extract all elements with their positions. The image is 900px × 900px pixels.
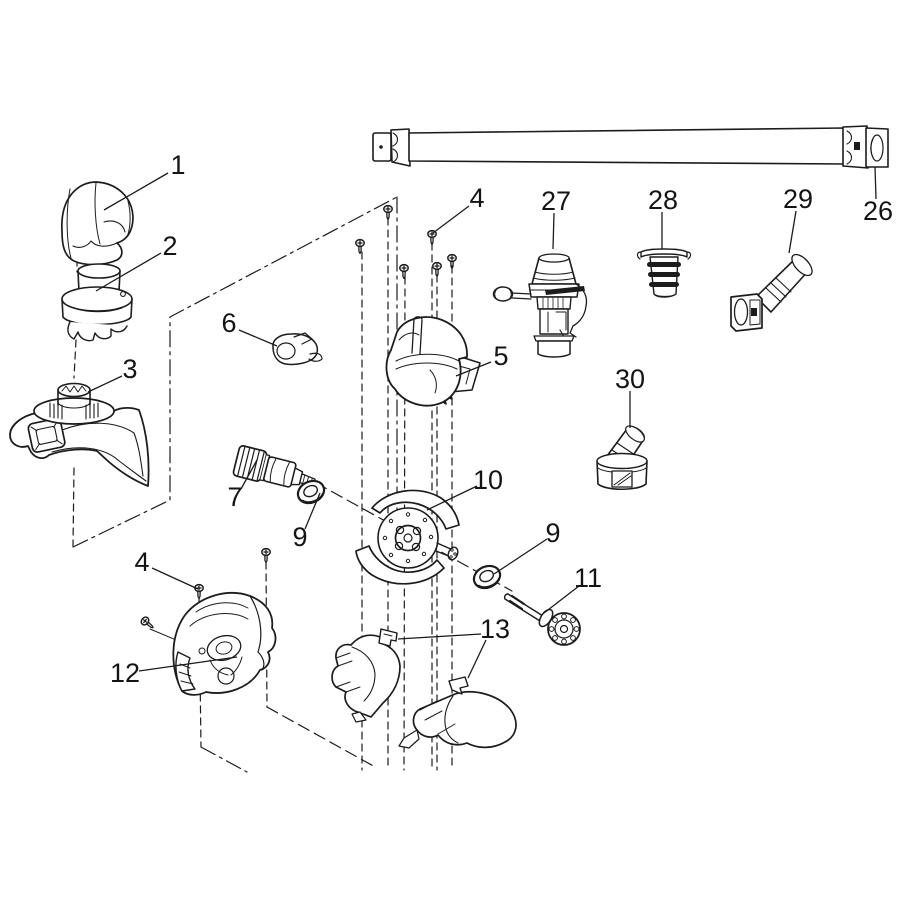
callout-7: 7 <box>227 482 242 512</box>
callout-4-top: 4 <box>469 183 484 213</box>
callout-11: 11 <box>574 563 602 593</box>
callout-26-leader-line <box>874 166 877 200</box>
callout-1: 1 <box>170 150 185 180</box>
callout-11-leader-line <box>543 585 580 614</box>
screw-icon <box>261 547 271 564</box>
callout-30: 30 <box>615 364 645 394</box>
callout-4-left-leader-line <box>151 567 199 590</box>
callout-9b-leader-line <box>493 538 548 575</box>
part-5-housing-upper <box>385 316 481 407</box>
callout-4-top-leader-line <box>432 205 470 234</box>
part-13-clamp-lower <box>398 676 517 749</box>
callout-5-leader-line <box>455 361 492 377</box>
screw-icon <box>355 238 365 255</box>
part-28-ribbed-boot <box>636 248 692 298</box>
callout-6: 6 <box>221 308 236 338</box>
part-12-guard <box>172 592 277 696</box>
callout-13-leader-line <box>397 633 482 640</box>
callout-10: 10 <box>473 465 503 495</box>
callout-6-leader-line <box>238 329 278 347</box>
part-11-gear-shaft <box>503 593 581 646</box>
part-1-cap <box>61 181 134 266</box>
part-10-blade-hub <box>355 489 460 585</box>
callout-7-leader-line <box>240 459 258 490</box>
callout-3-leader-line <box>87 375 123 393</box>
callout-12: 12 <box>110 658 140 688</box>
screw-icon <box>447 253 457 270</box>
part-3-head-housing <box>9 382 150 487</box>
callout-1-leader-line <box>103 172 169 211</box>
part-2-spool <box>61 263 133 342</box>
callout-27-leader-line <box>552 212 555 250</box>
callout-2: 2 <box>162 231 177 261</box>
callout-5: 5 <box>493 341 508 371</box>
screw-icon <box>140 616 154 629</box>
callout-9a: 9 <box>292 522 307 552</box>
part-9-washer-b <box>472 564 502 590</box>
callout-2-leader-line <box>95 252 162 292</box>
callout-13: 13 <box>480 614 510 644</box>
part-13-clamp-upper <box>331 628 401 723</box>
part-7-spline-coupler <box>232 445 316 488</box>
callout-26: 26 <box>863 196 893 226</box>
callout-29-leader-line <box>788 210 797 254</box>
part-29-elbow-tube <box>730 253 813 332</box>
callout-9a-leader-line <box>304 492 321 530</box>
callout-4-left: 4 <box>134 547 149 577</box>
callout-27: 27 <box>541 186 571 216</box>
callout-10-leader-line <box>426 485 478 511</box>
screw-icon <box>432 261 442 278</box>
part-26-drive-tube <box>372 125 889 169</box>
screw-icon <box>399 263 409 280</box>
callout-28: 28 <box>648 185 678 215</box>
screw-icon <box>383 204 393 221</box>
callout-29: 29 <box>783 184 813 214</box>
callout-12-leader-line <box>138 656 238 672</box>
part-27-coupler-clamp <box>492 253 588 358</box>
part-6-bracket <box>272 332 323 366</box>
screw-icon <box>194 583 204 600</box>
callout-13-leader-line <box>467 639 487 679</box>
callout-9b: 9 <box>545 518 560 548</box>
part-30-elbow-fitting <box>596 425 648 491</box>
callout-3: 3 <box>122 354 137 384</box>
